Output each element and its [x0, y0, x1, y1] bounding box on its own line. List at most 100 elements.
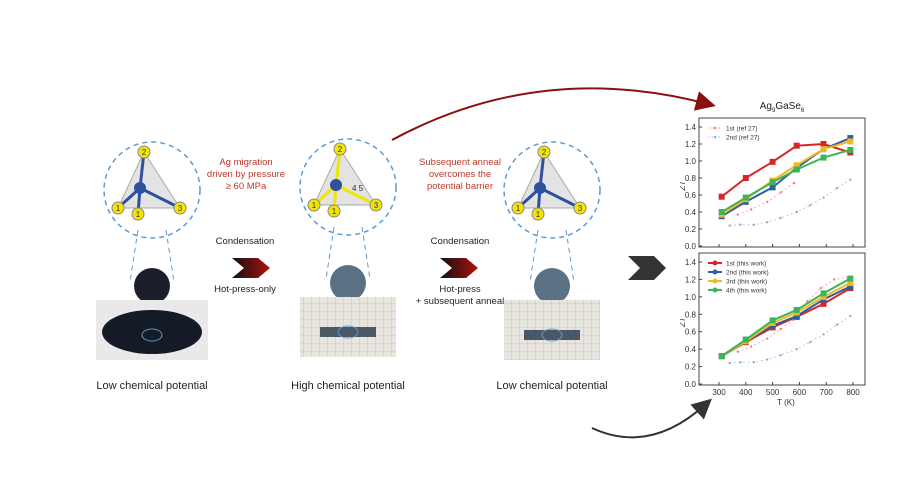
- stage-label-2: High chemical potential: [291, 380, 405, 392]
- site-label: 1: [116, 204, 121, 213]
- note-line: Subsequent anneal: [419, 157, 501, 168]
- zoom-line: [361, 226, 371, 280]
- data-point: [766, 200, 769, 203]
- bond: [539, 186, 581, 210]
- legend-label: 2nd (this work): [726, 270, 769, 277]
- data-point: [779, 354, 782, 357]
- sample-pellet: [330, 265, 366, 301]
- series-line: [721, 277, 851, 357]
- legend-marker: [712, 269, 718, 275]
- data-point: [736, 350, 739, 353]
- data-point: [793, 313, 800, 320]
- data-point: [847, 146, 854, 153]
- se-atom: [537, 145, 551, 159]
- chevron-arrow-2: [440, 258, 478, 278]
- y-tick-label: 0.2: [685, 363, 697, 372]
- bar-sample: [320, 327, 376, 337]
- y-axis-label: ZT: [680, 316, 687, 328]
- data-point: [769, 184, 776, 191]
- data-point: [792, 181, 796, 185]
- note-line: overcomes the: [428, 169, 492, 180]
- condensation-label-2: Condensation: [430, 236, 490, 247]
- legend-marker: [713, 126, 717, 130]
- data-point: [793, 162, 800, 169]
- series-line: [721, 142, 851, 198]
- site-label: 4 5: [352, 184, 364, 193]
- data-point: [766, 221, 769, 224]
- data-point: [769, 317, 776, 324]
- y-tick-label: 0.8: [685, 174, 697, 183]
- data-point: [739, 223, 742, 226]
- series-line: [737, 277, 848, 353]
- series-line: [721, 140, 851, 216]
- data-point: [752, 361, 756, 364]
- data-point: [793, 142, 800, 149]
- y-tick-label: 1.2: [685, 140, 697, 149]
- y-tick-label: 0.2: [685, 225, 697, 234]
- bond: [139, 186, 181, 210]
- condensation-label-1: Condensation: [215, 236, 275, 247]
- data-point: [749, 345, 753, 348]
- site-label: 2: [542, 148, 547, 157]
- y-tick-label: 1.0: [685, 293, 697, 302]
- x-tick-label: 400: [739, 388, 753, 397]
- legend-label: 1st (ref 27): [726, 126, 757, 133]
- data-point: [835, 187, 839, 190]
- site-label: 1: [312, 201, 317, 210]
- y-tick-label: 1.4: [685, 123, 697, 132]
- legend-label: 2nd (ref 27): [726, 135, 760, 142]
- legend-marker: [713, 135, 717, 139]
- data-point: [820, 146, 827, 153]
- data-point: [728, 224, 731, 227]
- process-label-1: Hot-press-only: [214, 284, 276, 295]
- data-point: [849, 314, 852, 318]
- zoom-line: [165, 229, 175, 283]
- x-tick-label: 300: [712, 388, 726, 397]
- zoom-line: [325, 226, 335, 280]
- data-point: [793, 166, 800, 173]
- curved-arrow-red: [391, 87, 716, 141]
- data-point: [766, 358, 769, 361]
- site-label: 2: [142, 148, 147, 157]
- process-line: Hot-press: [439, 284, 481, 295]
- title-subscript: 6: [800, 108, 805, 114]
- y-tick-label: 1.2: [685, 275, 697, 284]
- plot-frame: [698, 117, 866, 248]
- data-point: [835, 323, 839, 326]
- zoom-origin: [541, 328, 563, 342]
- zoom-origin: [141, 328, 163, 342]
- data-point: [822, 333, 825, 336]
- transition-note-1: Ag migration driven by pressure ≥ 60 MPa: [196, 157, 296, 193]
- se-atom: [511, 201, 525, 215]
- data-point: [718, 209, 725, 215]
- data-point: [718, 353, 725, 360]
- note-line: driven by pressure: [206, 169, 286, 180]
- title-subscript: 9: [771, 108, 776, 114]
- data-point: [728, 361, 731, 365]
- data-point: [795, 347, 798, 351]
- data-point: [847, 283, 854, 290]
- site-label: 1: [136, 210, 141, 219]
- ag-atom: [330, 179, 342, 191]
- legend-label: 4th (this work): [726, 288, 767, 295]
- data-point: [749, 208, 753, 211]
- chart-title: Ag9GaSe6: [759, 101, 805, 114]
- x-axis-label: T (K): [777, 398, 795, 407]
- note-line: Ag migration: [219, 157, 273, 168]
- data-point: [820, 300, 827, 307]
- data-point: [820, 141, 827, 147]
- se-atom: [137, 145, 151, 159]
- y-tick-label: 0.0: [685, 380, 697, 389]
- x-tick-label: 700: [820, 388, 834, 397]
- site-label: 1: [536, 210, 541, 219]
- data-point: [847, 275, 854, 282]
- data-point: [808, 204, 812, 207]
- y-tick-label: 0.6: [685, 191, 697, 200]
- sample-pellet: [134, 268, 170, 304]
- site-label: 3: [374, 201, 379, 210]
- se-atom: [333, 142, 347, 156]
